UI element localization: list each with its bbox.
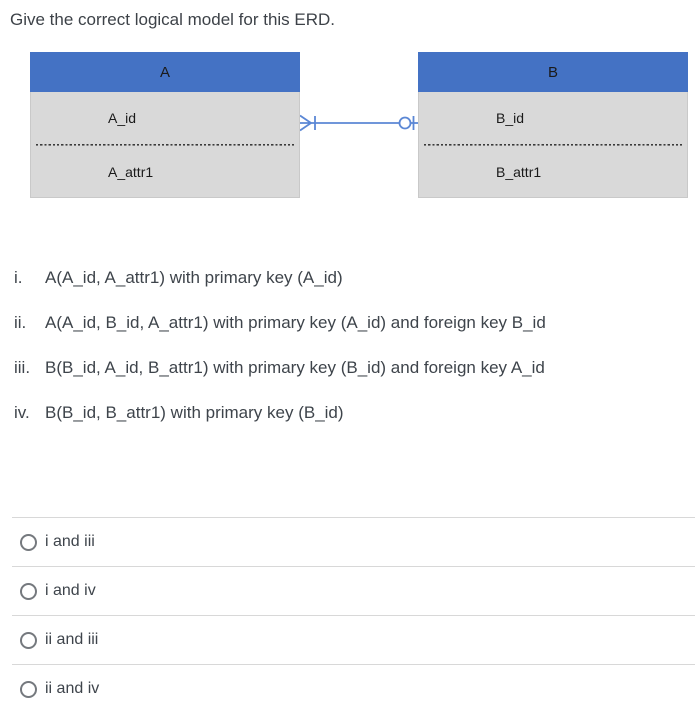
list-item-numeral: i. bbox=[14, 268, 23, 287]
list-item: iii. B(B_id, A_id, B_attr1) with primary… bbox=[14, 357, 674, 379]
answer-option-ii-and-iii[interactable]: ii and iii bbox=[12, 615, 695, 664]
radio-button-icon[interactable] bbox=[20, 680, 37, 698]
answer-option-label: i and iii bbox=[45, 533, 95, 550]
logical-model-list: i. A(A_id, A_attr1) with primary key (A_… bbox=[14, 267, 674, 447]
list-item-numeral: iv. bbox=[14, 403, 30, 422]
radio-button-icon[interactable] bbox=[20, 533, 37, 551]
entity-b-attribute-divider bbox=[424, 144, 682, 146]
answer-option-label: ii and iii bbox=[45, 631, 99, 648]
radio-button-icon[interactable] bbox=[20, 631, 37, 649]
entity-b-key-attribute: B_id bbox=[496, 110, 525, 126]
answer-option-ii-and-iv[interactable]: ii and iv bbox=[12, 664, 695, 713]
zero-or-one-icon bbox=[398, 116, 418, 130]
entity-a-key-attribute: A_id bbox=[108, 110, 137, 126]
question-title: Give the correct logical model for this … bbox=[10, 10, 336, 29]
list-item: i. A(A_id, A_attr1) with primary key (A_… bbox=[14, 267, 674, 289]
crows-foot-many-icon bbox=[300, 114, 316, 132]
list-item-text: A(A_id, A_attr1) with primary key (A_id) bbox=[45, 268, 343, 287]
list-item-text: B(B_id, B_attr1) with primary key (B_id) bbox=[45, 403, 344, 422]
list-item-numeral: ii. bbox=[14, 313, 27, 332]
answer-option-i-and-iv[interactable]: i and iv bbox=[12, 566, 695, 615]
entity-b-attribute: B_attr1 bbox=[496, 164, 542, 180]
answer-option-label: i and iv bbox=[45, 582, 96, 599]
answer-choices: i and iii i and iv ii and iii ii and iv bbox=[0, 517, 695, 713]
list-item-numeral: iii. bbox=[14, 358, 31, 377]
entity-a-attribute: A_attr1 bbox=[108, 164, 154, 180]
relationship-connector bbox=[300, 114, 418, 132]
list-item: ii. A(A_id, B_id, A_attr1) with primary … bbox=[14, 312, 674, 334]
radio-button-icon[interactable] bbox=[20, 582, 37, 600]
list-item: iv. B(B_id, B_attr1) with primary key (B… bbox=[14, 402, 674, 424]
entity-a-body: A_id A_attr1 bbox=[30, 92, 300, 198]
list-item-text: B(B_id, A_id, B_attr1) with primary key … bbox=[45, 358, 545, 377]
entity-a-title: A bbox=[30, 52, 300, 92]
entity-b: B B_id B_attr1 bbox=[418, 52, 688, 198]
entity-b-body: B_id B_attr1 bbox=[418, 92, 688, 198]
erd-diagram: A A_id A_attr1 B B_id bbox=[0, 52, 695, 198]
list-item-text: A(A_id, B_id, A_attr1) with primary key … bbox=[45, 313, 546, 332]
entity-a: A A_id A_attr1 bbox=[30, 52, 300, 198]
entity-b-title: B bbox=[418, 52, 688, 92]
answer-option-label: ii and iv bbox=[45, 680, 100, 697]
answer-option-i-and-iii[interactable]: i and iii bbox=[12, 517, 695, 566]
entity-a-attribute-divider bbox=[36, 144, 294, 146]
